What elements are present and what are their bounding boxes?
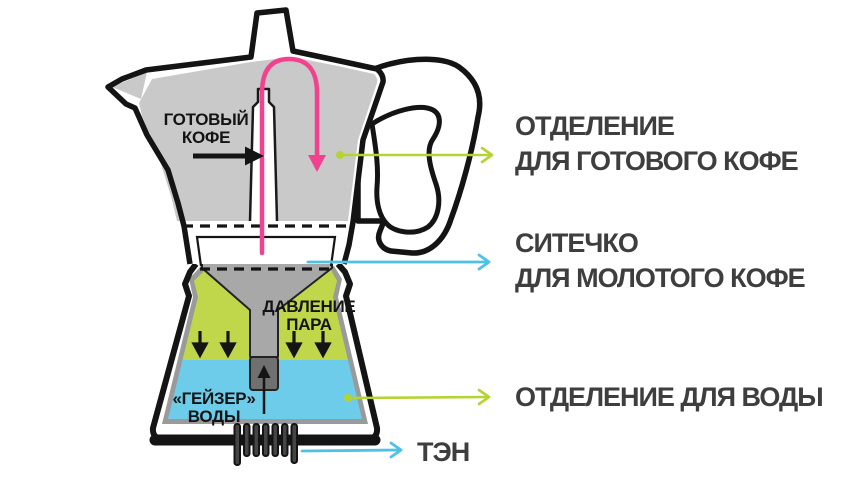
callout-water-compartment: ОТДЕЛЕНИЕ ДЛЯ ВОДЫ: [515, 382, 823, 412]
callout-arrowhead-water: [477, 388, 491, 406]
ready-coffee-label-line1: ГОТОВЫЙ: [164, 110, 249, 129]
heating-coil: [233, 423, 298, 466]
callout-heating-element: ТЭН: [417, 437, 469, 467]
lower-chamber: [149, 261, 381, 466]
steam-pressure-label-line2: ПАРА: [286, 315, 331, 334]
callout-labels: ОТДЕЛЕНИЕ ДЛЯ ГОТОВОГО КОФЕ СИТЕЧКО ДЛЯ …: [417, 111, 824, 467]
spout-fill: [112, 72, 147, 99]
callout-strainer-line1: СИТЕЧКО: [515, 228, 638, 258]
callout-arrowhead-heater: [389, 441, 403, 459]
callout-arrowhead-ready-coffee: [480, 146, 494, 164]
upper-body-outline: [105, 7, 386, 265]
water-geyser-label-line1: «ГЕЙЗЕР»: [172, 389, 255, 408]
water-geyser-arrow: [257, 365, 271, 414]
callout-ready-coffee-line1: ОТДЕЛЕНИЕ: [515, 111, 674, 141]
upper-chamber: [105, 7, 386, 271]
ready-coffee-arrow: [193, 146, 264, 166]
coffee-flow-arrow: [259, 56, 326, 256]
callout-strainer-line2: ДЛЯ МОЛОТОГО КОФЕ: [515, 263, 805, 293]
callout-arrowhead-strainer: [477, 253, 491, 271]
steam-pressure-label-line1: ДАВЛЕНИЕ: [263, 297, 356, 316]
steam-pressure-arrows: [191, 331, 332, 359]
basket-band-outline: [195, 235, 337, 267]
callout-line-heater: [300, 448, 401, 453]
inner-labels: ГОТОВЫЙ КОФЕ ДАВЛЕНИЕ ПАРА «ГЕЙЗЕР» ВОДЫ: [164, 110, 356, 426]
ready-coffee-label-line2: КОФЕ: [182, 128, 230, 147]
callout-line-water: [346, 395, 489, 400]
coffee-flow-arrowhead: [308, 155, 326, 172]
water-geyser-label-line2: ВОДЫ: [188, 407, 240, 426]
callout-ready-coffee-line2: ДЛЯ ГОТОВОГО КОФЕ: [515, 146, 798, 176]
handle-hole: [369, 104, 442, 235]
callout-lines: [300, 146, 494, 459]
